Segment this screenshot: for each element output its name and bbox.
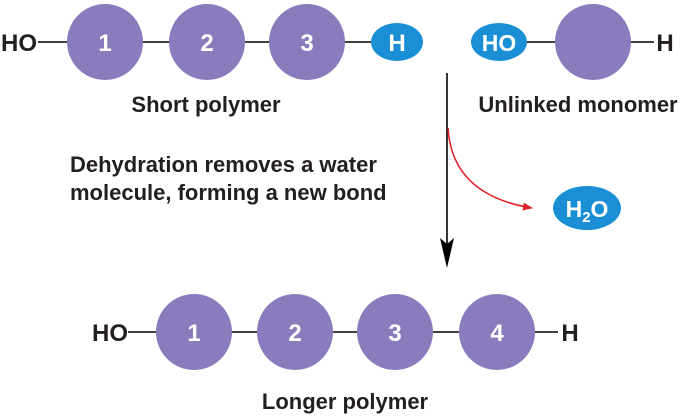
longer-polymer-monomer-4-label: 4: [490, 320, 504, 347]
short-polymer-monomer-2: [169, 4, 245, 80]
water-subscript: 2: [582, 209, 590, 226]
unlinked-monomer-h-label: H: [656, 30, 673, 57]
water-o: O: [591, 196, 609, 222]
water-molecule: [553, 186, 621, 230]
short-polymer: HO 1 2 3 H Short polymer: [1, 4, 423, 117]
longer-polymer-monomer-2-label: 2: [288, 320, 301, 347]
unlinked-monomer-ho-label: HO: [482, 30, 517, 56]
short-polymer-monomer-2-label: 2: [200, 30, 213, 57]
longer-polymer: HO 1 2 3 4 H Longer polymer: [92, 294, 579, 414]
longer-polymer-monomer-2: [257, 294, 333, 370]
reaction: Dehydration removes a water molecule, fo…: [70, 73, 621, 268]
longer-polymer-monomer-3: [357, 294, 433, 370]
short-polymer-monomer-3: [269, 4, 345, 80]
longer-polymer-h-label: H: [561, 320, 578, 347]
longer-polymer-monomer-1-label: 1: [187, 320, 200, 347]
short-polymer-hydrogen: [371, 23, 423, 61]
longer-polymer-monomer-1: [156, 294, 232, 370]
longer-polymer-monomer-4: [459, 294, 535, 370]
longer-polymer-caption: Longer polymer: [262, 389, 429, 414]
water-molecule-label: H2O: [566, 196, 609, 226]
reaction-down-arrow-head: [440, 238, 454, 268]
unlinked-monomer: HO H Unlinked monomer: [471, 4, 678, 117]
water-h: H: [566, 196, 583, 222]
short-polymer-monomer-1-label: 1: [98, 30, 111, 57]
short-polymer-ho-label: HO: [1, 30, 37, 57]
water-release-arrow: [447, 127, 533, 211]
unlinked-monomer-hydroxyl: [471, 23, 527, 61]
reaction-description-line2: molecule, forming a new bond: [70, 180, 387, 205]
short-polymer-monomer-1: [67, 4, 143, 80]
short-polymer-caption: Short polymer: [131, 92, 281, 117]
unlinked-monomer-circle: [555, 4, 631, 80]
short-polymer-h-label: H: [388, 30, 405, 57]
unlinked-monomer-caption: Unlinked monomer: [478, 92, 678, 117]
short-polymer-monomer-3-label: 3: [300, 30, 313, 57]
reaction-description-line1: Dehydration removes a water: [70, 152, 377, 177]
longer-polymer-ho-label: HO: [92, 320, 128, 347]
longer-polymer-monomer-3-label: 3: [388, 320, 401, 347]
